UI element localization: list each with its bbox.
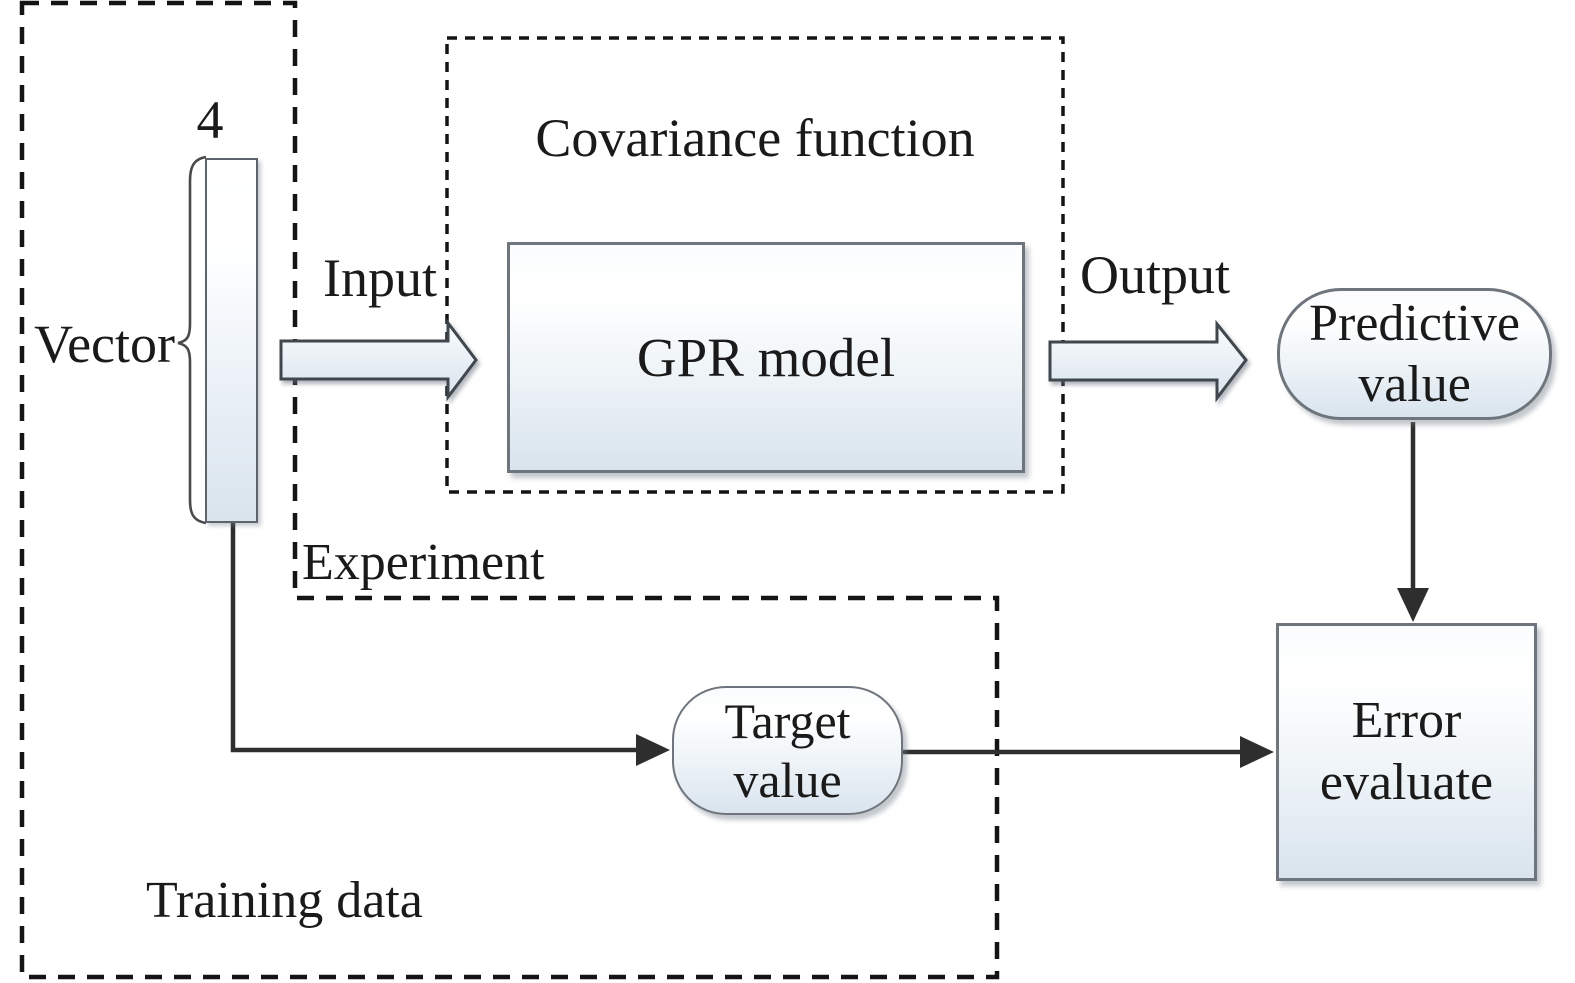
vector-brace-icon xyxy=(177,155,207,525)
output-arrow-label: Output xyxy=(1079,245,1230,305)
predictive-value-line2: value xyxy=(1358,356,1471,413)
training-data-region-label: Training data xyxy=(146,872,423,929)
predictive-value-line1: Predictive xyxy=(1309,294,1520,352)
error-evaluate-line1: Error xyxy=(1351,691,1462,749)
error-evaluate-node: Error evaluate xyxy=(1276,623,1537,881)
gpr-model-label: GPR model xyxy=(636,326,896,388)
covariance-function-label: Covariance function xyxy=(535,108,975,168)
output-block-arrow-icon xyxy=(1048,319,1248,403)
vector-bar xyxy=(205,158,258,523)
gpr-model-node: GPR model xyxy=(507,242,1025,473)
input-arrow-label: Input xyxy=(323,248,437,308)
arrowhead-down-icon xyxy=(1397,588,1429,622)
training-data-region-border xyxy=(19,0,1000,980)
arrowhead-into-target-icon xyxy=(636,734,670,766)
target-value-line2: value xyxy=(733,751,842,808)
vector-dimension-label: 4 xyxy=(196,90,224,150)
target-value-node: Target value xyxy=(672,686,903,815)
error-evaluate-line2: evaluate xyxy=(1319,754,1494,811)
input-block-arrow-icon xyxy=(279,318,478,402)
arrowhead-into-error-icon xyxy=(1240,736,1274,768)
predictive-value-node: Predictive value xyxy=(1277,288,1552,420)
covariance-function-region-border xyxy=(445,36,1065,494)
experiment-region-label: Experiment xyxy=(302,534,545,591)
vector-label: Vector xyxy=(34,314,175,374)
target-value-line1: Target xyxy=(724,692,851,749)
vector-to-target-connector xyxy=(230,521,638,753)
